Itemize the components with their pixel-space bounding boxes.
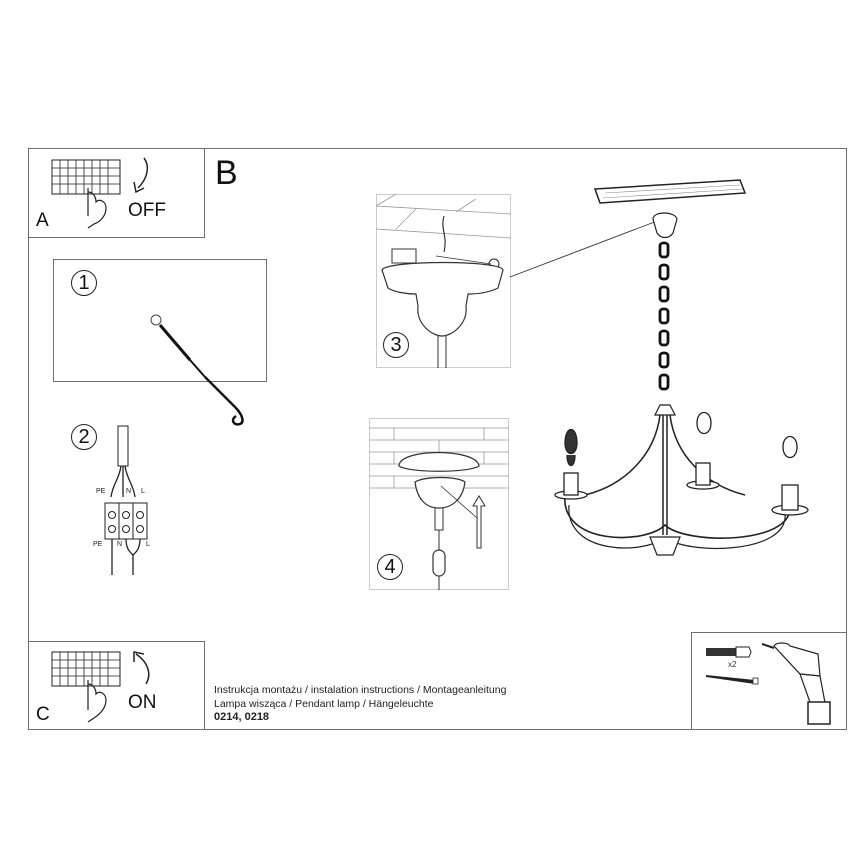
circuit-breaker-on-icon bbox=[51, 651, 121, 723]
step-4-number: 4 bbox=[377, 554, 403, 580]
panel-a-letter: A bbox=[36, 210, 49, 231]
panel-a bbox=[28, 148, 205, 238]
panel-c bbox=[28, 641, 205, 730]
panel-c-label: ON bbox=[128, 692, 157, 713]
canopy-connection-icon bbox=[375, 193, 512, 368]
arrow-up-icon bbox=[133, 651, 150, 685]
quantity-label: x2 bbox=[728, 660, 737, 669]
leader-line-3 bbox=[509, 217, 666, 278]
footer-model-numbers: 0214, 0218 bbox=[214, 711, 270, 723]
wire-label-pe-bottom: PE bbox=[93, 541, 103, 548]
wall-plug-icon bbox=[706, 646, 752, 658]
section-b-letter: B bbox=[215, 154, 238, 192]
wire-label-pe-top: PE bbox=[96, 488, 106, 495]
wire-label-l-top: L bbox=[141, 488, 145, 495]
instruction-sheet-frame bbox=[28, 148, 847, 730]
wire-label-n-bottom: N bbox=[117, 541, 123, 548]
chandelier-illustration bbox=[554, 179, 809, 556]
step-1-panel bbox=[53, 259, 267, 382]
arrow-down-icon bbox=[133, 157, 149, 194]
canopy-lift-icon bbox=[369, 427, 509, 590]
footer-line-1: Instrukcja montażu / instalation instruc… bbox=[214, 684, 507, 696]
terminal-block-icon bbox=[104, 425, 148, 575]
panel-c-letter: C bbox=[36, 704, 50, 725]
footer-line-2: Lampa wisząca / Pendant lamp / Hängeleuc… bbox=[214, 698, 434, 710]
step-3-number: 3 bbox=[383, 332, 409, 358]
wire-label-l-bottom: L bbox=[146, 541, 150, 548]
step-1-number: 1 bbox=[71, 270, 97, 296]
screw-icon bbox=[706, 675, 759, 685]
circuit-breaker-off-icon bbox=[51, 159, 121, 229]
panel-a-label: OFF bbox=[128, 200, 166, 221]
wire-label-n-top: N bbox=[126, 488, 132, 495]
tools-panel bbox=[691, 632, 847, 730]
step-2-number: 2 bbox=[71, 424, 97, 450]
step-3-panel bbox=[376, 194, 511, 368]
ceiling-hook-icon bbox=[150, 314, 244, 426]
drill-icon bbox=[761, 642, 831, 725]
